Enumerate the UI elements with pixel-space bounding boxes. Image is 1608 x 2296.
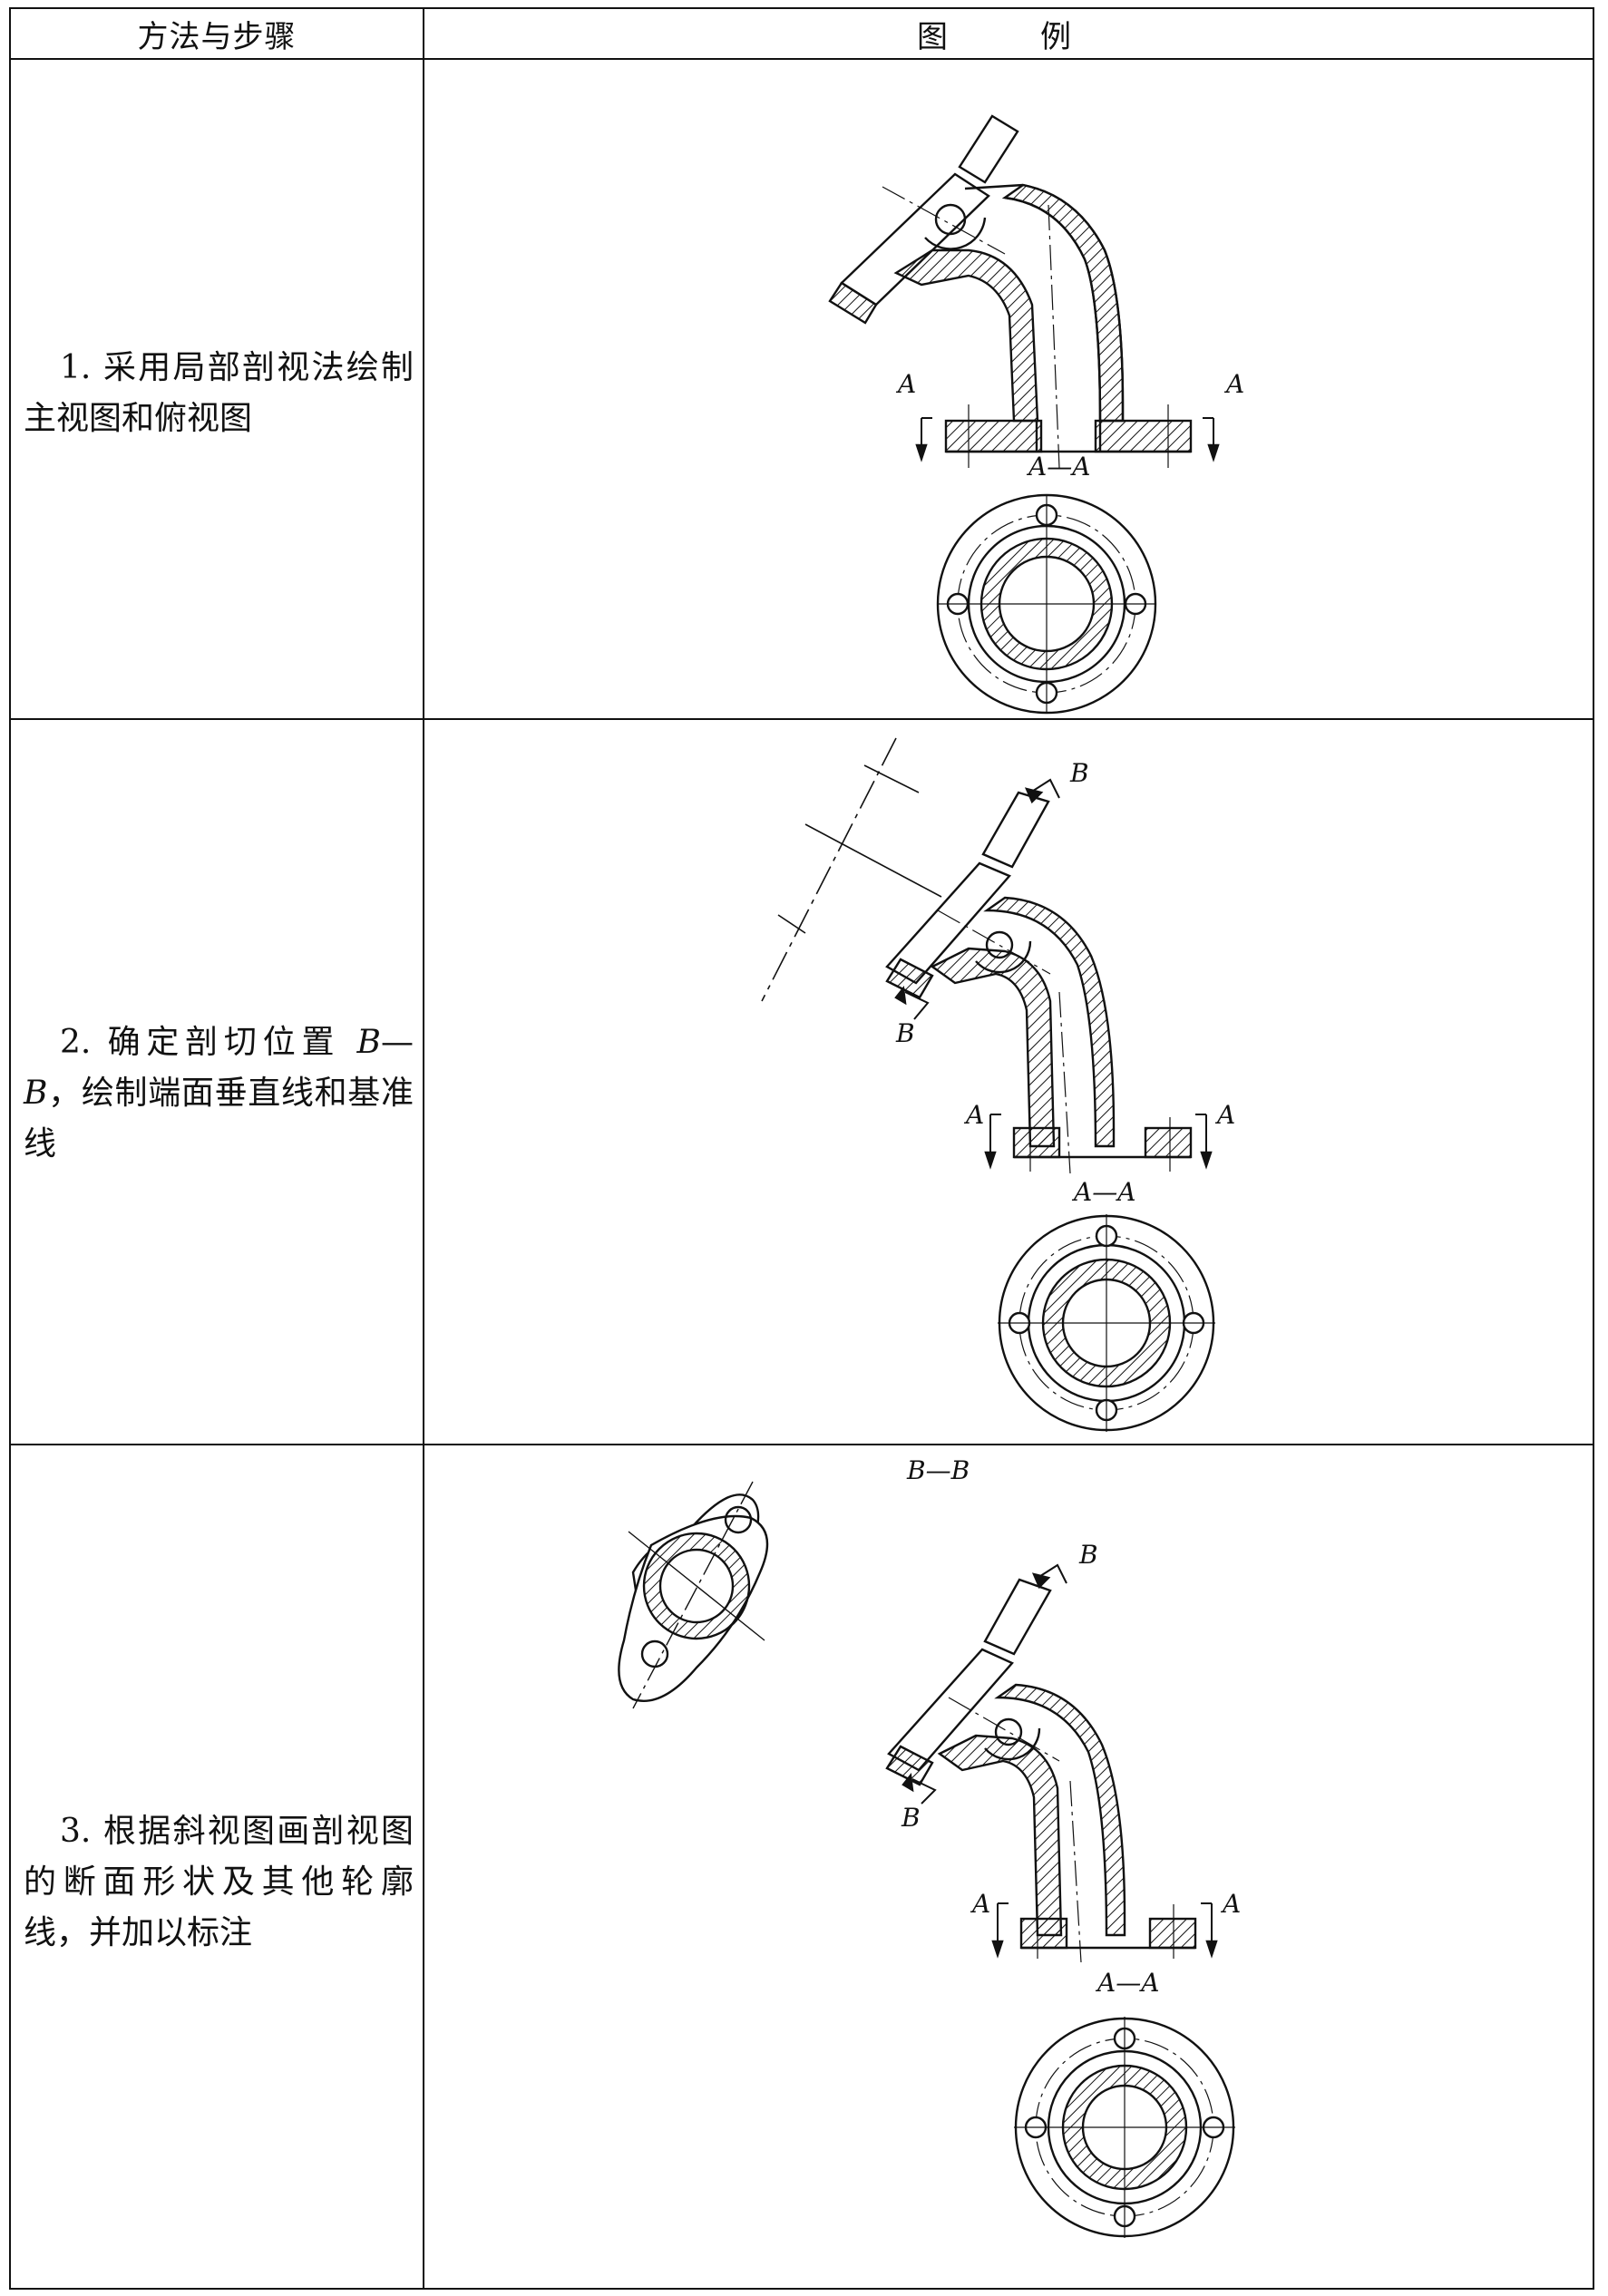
column-divider (423, 9, 424, 2288)
label-b-top-3: B (1078, 1540, 1098, 1570)
figure-step-3: B—B B B A (618, 1455, 1241, 2238)
label-b-bottom: B (895, 1018, 915, 1048)
top-view-2 (998, 1214, 1215, 1432)
step-2-text: 2. 确定剖切位置 B—B，绘制端面垂直线和基准线 (24, 1024, 414, 1163)
top-view-3 (1014, 2017, 1235, 2238)
label-a-left-3: A (970, 1889, 990, 1919)
label-a-left-2: A (963, 1100, 984, 1130)
figure-step-2: B B A A A—A (761, 737, 1235, 1432)
figure-step-1: A A A—A (828, 114, 1244, 715)
label-a-right-3: A (1220, 1889, 1241, 1919)
label-aa: A—A (1026, 452, 1090, 482)
front-view-2 (885, 778, 1213, 1174)
front-view-3 (885, 1563, 1218, 1963)
label-aa-2: A—A (1071, 1177, 1135, 1207)
top-view (936, 493, 1157, 715)
label-a-right-2: A (1214, 1100, 1235, 1130)
header-method: 方法与步骤 (137, 18, 297, 55)
row-divider-2 (11, 1444, 1593, 1445)
label-b-top: B (1069, 758, 1089, 788)
step-3-text: 3. 根据斜视图画剖视图的断面形状及其他轮廓线，并加以标注 (24, 1813, 414, 1951)
header-divider (11, 58, 1593, 60)
label-aa-3: A—A (1095, 1968, 1159, 1998)
reference-lines (761, 737, 942, 1002)
label-b-bottom-3: B (901, 1803, 921, 1833)
front-view (828, 114, 1220, 469)
step-1-text: 1. 采用局部剖视法绘制主视图和俯视图 (24, 349, 414, 437)
method-table: 方法与步骤 图 例 1. 采用局部剖视法绘制主视图和俯视图 2. 确定剖切位置 … (9, 7, 1594, 2290)
label-a-right: A (1223, 369, 1244, 399)
row-divider-1 (11, 718, 1593, 720)
label-bb: B—B (906, 1455, 970, 1485)
label-a-left: A (895, 369, 916, 399)
header-figure: 图 例 (917, 18, 1102, 55)
section-bb-view (618, 1481, 769, 1709)
